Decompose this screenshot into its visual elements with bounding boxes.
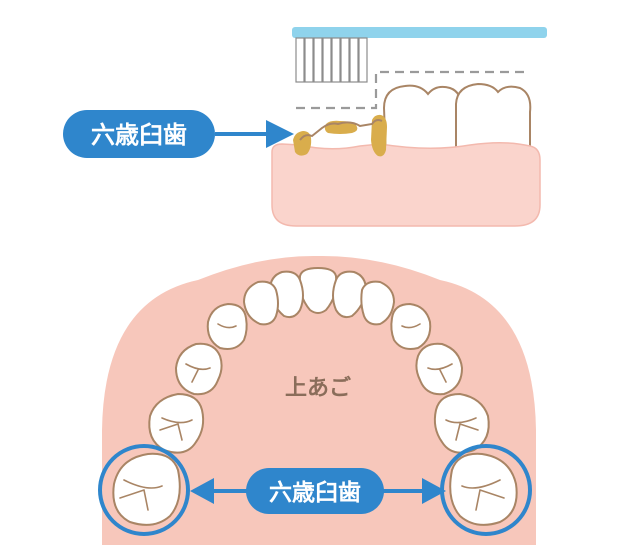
toothbrush-bristles — [295, 37, 368, 83]
side-molars — [382, 82, 532, 161]
bottom-arrowhead-left — [190, 478, 214, 504]
upper-jaw-label: 上あご — [285, 375, 351, 401]
top-label-arrowhead — [266, 120, 294, 148]
erupting-molar-outline — [299, 119, 383, 141]
bottom-label-text: 六歳臼歯 — [269, 480, 361, 506]
tooth-grooves — [119, 323, 505, 511]
brushing-guide-line — [296, 70, 525, 110]
bottom-arrowhead-right — [422, 478, 446, 504]
toothbrush-handle — [292, 27, 547, 38]
left-molar-highlight — [98, 444, 190, 536]
top-label-pill — [63, 110, 215, 158]
upper-teeth — [112, 266, 518, 526]
top-label-text: 六歳臼歯 — [91, 121, 187, 149]
side-gum — [271, 142, 541, 227]
bottom-label-pill — [246, 468, 384, 514]
plaque-deposits — [293, 114, 387, 157]
